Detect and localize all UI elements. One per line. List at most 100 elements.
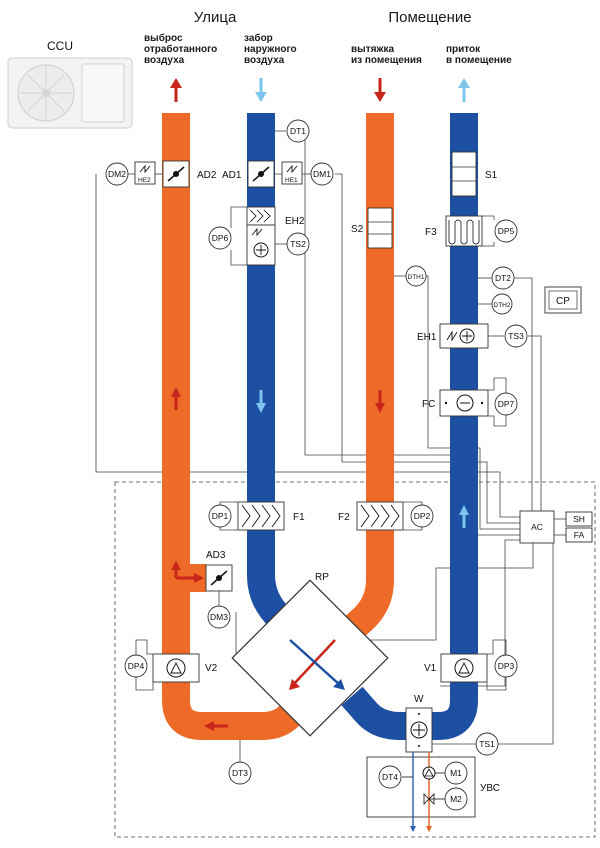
dt3-label: DT3 (232, 768, 248, 778)
eh1-label: EH1 (417, 332, 437, 343)
ts1-sensor (475, 732, 499, 756)
intake-duct (247, 113, 310, 647)
header-room: Помещение (388, 9, 471, 26)
sh-terminal (565, 511, 593, 527)
he1-heater-icon (281, 161, 303, 185)
dp2-sensor (410, 504, 434, 528)
ad1-label: AD1 (222, 170, 242, 181)
dp1-label: DP1 (212, 511, 229, 521)
v1-supply-fan (440, 653, 488, 683)
w-label: W (414, 694, 424, 705)
exhaust-bottom-left-arrow-icon (204, 721, 228, 731)
fc-cooler (439, 389, 489, 417)
dt2-sensor (491, 266, 515, 290)
he2-label: HE2 (138, 177, 151, 184)
intake-duct-down-arrow-icon (256, 390, 266, 413)
sh-label: SH (573, 514, 585, 524)
eh2-preheater (246, 206, 276, 266)
ts3-label: TS3 (508, 331, 524, 341)
dt1-label: DT1 (290, 126, 306, 136)
dp5-label: DP5 (498, 226, 515, 236)
fa-label: FA (574, 530, 585, 540)
stream-extract-label-2: из помещения (351, 55, 422, 66)
s1-silencer (451, 151, 477, 197)
dm3-sensor (207, 605, 231, 629)
v2-label: V2 (205, 663, 218, 674)
v2-exhaust-fan (152, 653, 200, 683)
uvs-label: УВС (480, 783, 500, 794)
dth2-sensor (491, 293, 513, 315)
exhaust-up-arrow-icon (170, 78, 182, 102)
dt1-sensor (286, 119, 310, 143)
s2-label: S2 (351, 224, 364, 235)
dp2-label: DP2 (414, 511, 431, 521)
exhaust-duct-up-arrow-icon (171, 387, 181, 410)
dt4-label: DT4 (382, 772, 398, 782)
ccu-label: CCU (47, 39, 73, 53)
ts2-sensor (286, 232, 310, 256)
damper-ad1 (247, 160, 275, 188)
ad3-label: AD3 (206, 550, 226, 561)
bypass-arrow-icon (171, 561, 204, 583)
cp-label: CP (556, 296, 570, 307)
stream-intake-label-2: наружного (244, 44, 297, 55)
stream-supply-label-2: в помещение (446, 55, 512, 66)
stream-exhaust-label-2: отработанного (144, 43, 217, 55)
dm1-label: DM1 (313, 169, 331, 179)
control-wiring (95, 130, 554, 745)
dp1-sensor (208, 504, 232, 528)
m2-label: M2 (450, 794, 462, 804)
ac-label: AC (531, 522, 543, 532)
dth2-label: DTH2 (494, 302, 511, 309)
fa-terminal (565, 527, 593, 543)
automation-controller (519, 510, 555, 544)
f2-filter (356, 501, 404, 531)
v1-label: V1 (424, 663, 437, 674)
dp6-label: DP6 (212, 233, 229, 243)
extract-down-arrow-icon (374, 78, 386, 102)
ccu-outdoor-unit-icon (7, 57, 133, 129)
dm3-label: DM3 (210, 612, 228, 622)
dp6-sensor (208, 226, 232, 250)
supply-duct-up-arrow-icon (459, 505, 469, 528)
m1-pump-motor (444, 761, 468, 785)
stream-intake-label-3: воздуха (244, 55, 285, 66)
dt3-sensor (228, 761, 252, 785)
stream-extract-label-1: вытяжка (351, 44, 395, 55)
dt4-sensor (378, 765, 402, 789)
supply-up-arrow-icon (458, 78, 470, 102)
f3-filter (445, 215, 483, 247)
he2-heater-icon (134, 161, 156, 185)
exhaust-duct (162, 113, 320, 740)
s2-silencer (367, 207, 393, 249)
header-street: Улица (194, 9, 237, 26)
rp-label: RP (315, 572, 329, 583)
extract-duct (330, 113, 394, 651)
stream-supply-label-1: приток (446, 44, 481, 55)
f1-filter (237, 501, 285, 531)
ts3-sensor (504, 324, 528, 348)
dm1-sensor (310, 162, 334, 186)
dp4-sensor (124, 654, 148, 678)
extract-duct-down-arrow-icon (375, 390, 385, 413)
fc-label: FC (422, 399, 435, 410)
w-water-heater (405, 707, 433, 753)
dt2-label: DT2 (495, 273, 511, 283)
intake-down-arrow-icon (255, 78, 267, 102)
damper-ad2 (162, 160, 190, 188)
f1-label: F1 (293, 512, 305, 523)
ad2-label: AD2 (197, 170, 217, 181)
dp3-label: DP3 (498, 661, 515, 671)
dm2-sensor (105, 162, 129, 186)
dth1-label: DTH1 (408, 274, 425, 281)
dp7-label: DP7 (498, 399, 515, 409)
dp3-sensor (494, 654, 518, 678)
stream-exhaust-label-3: воздуха (144, 55, 185, 66)
stream-intake-label-1: забор (244, 32, 273, 44)
damper-ad3 (205, 564, 233, 592)
dth1-sensor (405, 265, 427, 287)
dp7-sensor (494, 392, 518, 416)
he1-label: HE1 (285, 177, 298, 184)
recuperator-plate (231, 579, 389, 737)
unit-boundary (114, 481, 596, 838)
